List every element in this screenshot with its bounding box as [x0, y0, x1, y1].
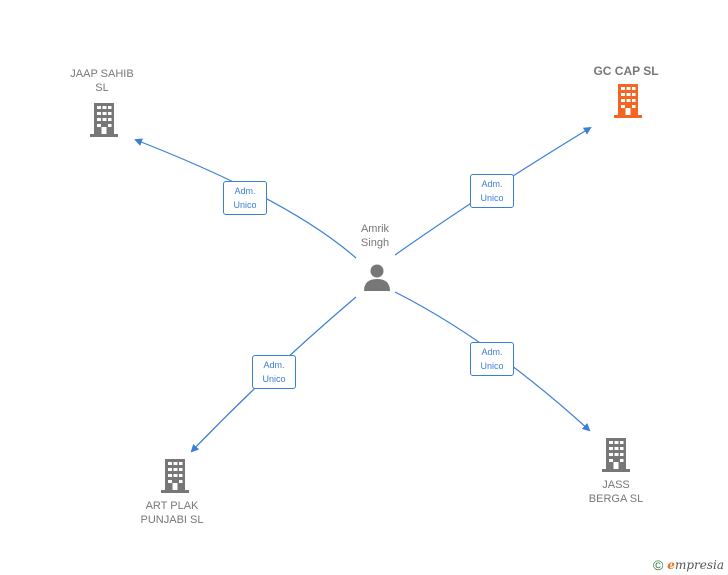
relation-badge-artplak[interactable]: Adm. Unico: [252, 355, 296, 389]
relation-role: Adm.: [263, 360, 285, 370]
company-name-jaap[interactable]: JAAP SAHIB SL: [70, 68, 134, 94]
person-icon[interactable]: [362, 262, 392, 292]
person-name: Amrik Singh: [360, 223, 390, 249]
building-icon[interactable]: [612, 84, 644, 118]
relation-badge-gccap[interactable]: Adm. Unico: [470, 174, 514, 208]
company-name-gccap[interactable]: GC CAP SL: [593, 64, 659, 78]
building-icon[interactable]: [88, 103, 120, 137]
relation-role: Adm.: [481, 179, 503, 189]
relation-badge-jaap[interactable]: Adm. Unico: [223, 181, 267, 215]
relation-type: Unico: [480, 193, 504, 203]
logo-initial: e: [667, 558, 675, 572]
relation-type: Unico: [233, 200, 257, 210]
company-name-artplak[interactable]: ART PLAK PUNJABI SL: [140, 500, 204, 526]
footer-brand: © empresia: [653, 557, 724, 573]
copyright-icon: ©: [652, 557, 664, 573]
relation-type: Unico: [480, 361, 504, 371]
relation-badge-jass[interactable]: Adm. Unico: [470, 342, 514, 376]
relation-type: Unico: [262, 374, 286, 384]
link-jaap: [134, 138, 357, 259]
company-name-jass[interactable]: JASS BERGA SL: [588, 479, 644, 505]
empresia-logo: empresia: [667, 558, 724, 572]
building-icon[interactable]: [600, 438, 632, 472]
logo-text: mpresia: [674, 558, 724, 572]
building-icon[interactable]: [159, 459, 191, 493]
relation-role: Adm.: [234, 186, 256, 196]
relation-role: Adm.: [481, 347, 503, 357]
